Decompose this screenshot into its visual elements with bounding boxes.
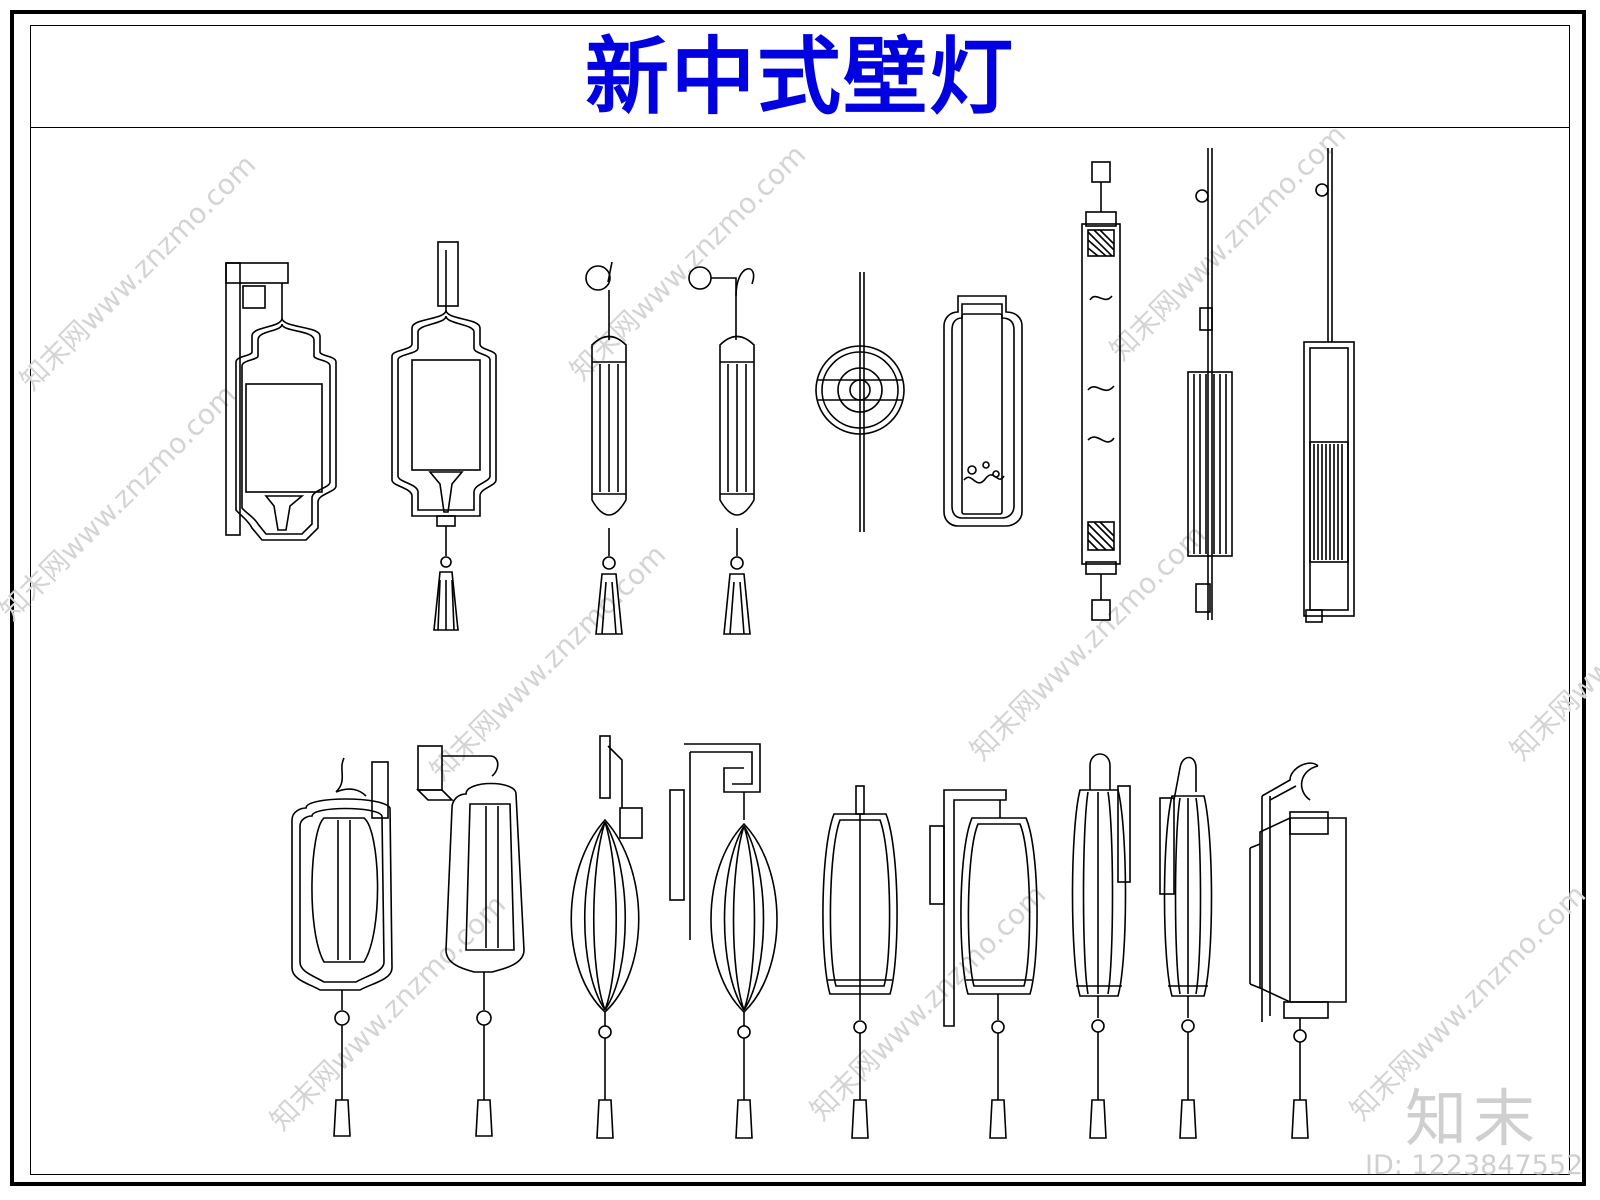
- lamp-landscape-scroll: [1081, 161, 1121, 621]
- lamp-bracket-lantern: [416, 745, 525, 1137]
- inner-frame: [30, 25, 1570, 1175]
- lamp-cylinder-hook-pendant: [688, 266, 755, 635]
- lamp-barrel-rod: [822, 785, 898, 1139]
- lamp-cylinder-pendant: [585, 261, 627, 635]
- title-band: 新中式壁灯: [30, 25, 1570, 128]
- lamp-barrel-bracket: [929, 789, 1038, 1139]
- lamp-slatted-cylinder-rod: [1187, 148, 1233, 620]
- outer-frame: [10, 10, 1586, 1186]
- lamp-ribbed-tube-loop-2: [1159, 756, 1213, 1139]
- lamp-rounded-panel: [943, 295, 1023, 527]
- lamp-ruyi-frame-tassel: [391, 241, 497, 631]
- image-id: ID: 1223847552: [1365, 1150, 1584, 1181]
- lamp-square-lantern-hook: [1249, 762, 1347, 1139]
- brand-logo: 知末: [1405, 1082, 1542, 1155]
- lamp-ribbed-olive-1: [570, 735, 643, 1139]
- lamp-frame-lantern: [291, 757, 393, 1137]
- lamp-ribbed-tube-loop-1: [1071, 753, 1131, 1139]
- lamp-ruyi-frame-sconce: [225, 262, 337, 541]
- page-title: 新中式壁灯: [584, 27, 1015, 126]
- lamp-grille-box-rod: [1303, 148, 1355, 623]
- lamp-disc-rod: [815, 272, 905, 532]
- lamp-ribbed-olive-2: [669, 743, 778, 1139]
